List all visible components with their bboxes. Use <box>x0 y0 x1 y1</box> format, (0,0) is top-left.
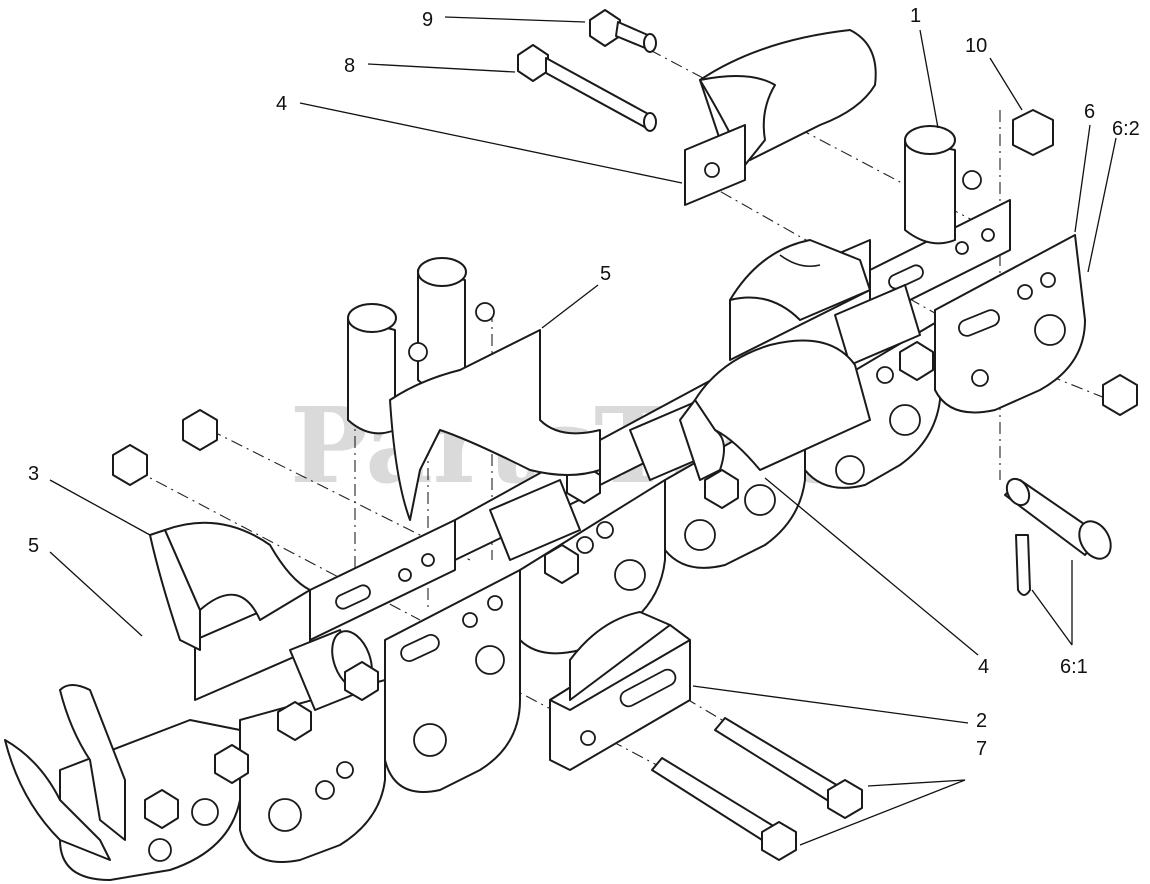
clevis-pin <box>1004 477 1112 596</box>
callout-9: 9 <box>422 9 433 31</box>
callout-10: 10 <box>965 35 987 57</box>
callout-7: 7 <box>976 738 987 760</box>
pins <box>289 125 982 711</box>
callout-8: 8 <box>344 55 355 77</box>
callout-4-top: 4 <box>276 93 287 115</box>
loose-nuts <box>112 109 1138 486</box>
callout-1: 1 <box>910 5 921 27</box>
callout-labels: 9 8 4 1 10 6 6:2 5 3 5 4 6:1 2 7 <box>28 5 1140 760</box>
callout-3: 3 <box>28 463 39 485</box>
bolts-item-7 <box>651 717 863 861</box>
callout-6-1: 6:1 <box>1060 656 1088 678</box>
callout-2: 2 <box>976 710 987 732</box>
callout-4-right: 4 <box>978 656 989 678</box>
cleaner-block <box>549 611 691 771</box>
bolts-items-8-9 <box>517 9 657 132</box>
cutter-teeth <box>4 29 877 861</box>
callout-5-mid: 5 <box>600 263 611 285</box>
callout-5-left: 5 <box>28 535 39 557</box>
leader-lines <box>49 16 1117 846</box>
callout-6-2: 6:2 <box>1112 118 1140 140</box>
callout-6: 6 <box>1084 101 1095 123</box>
